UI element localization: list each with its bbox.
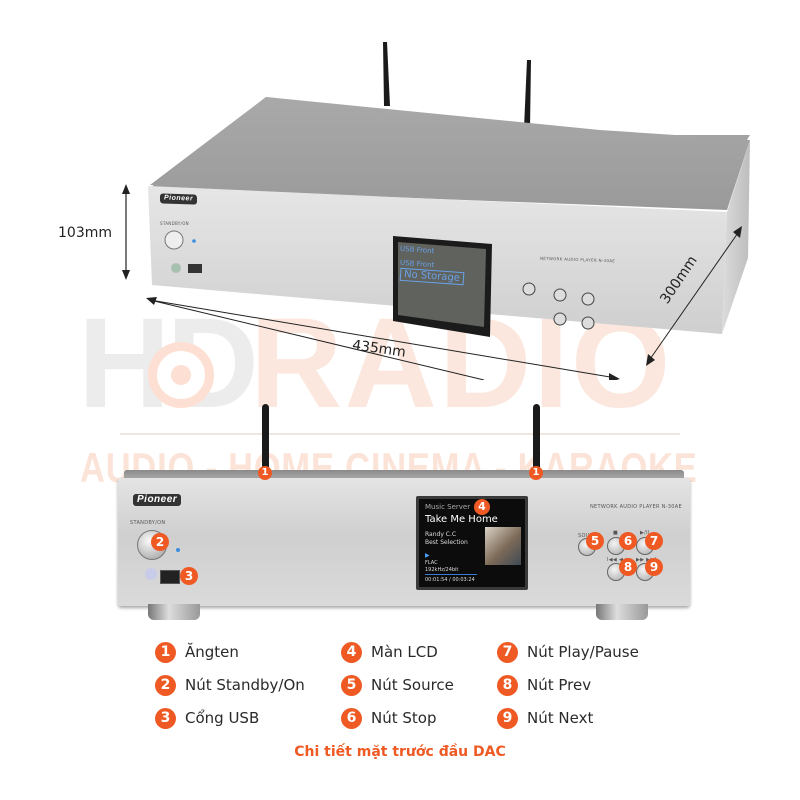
callout-6-stop: 6 <box>619 532 637 550</box>
number-badge: 7 <box>497 641 518 663</box>
legend-item-prev: 8 Nút Prev <box>497 673 591 697</box>
legend-label: Nút Play/Pause <box>527 643 639 661</box>
callout-5-source: 5 <box>586 532 604 550</box>
legend-label: Màn LCD <box>371 643 438 661</box>
watermark-target-icon <box>148 342 214 408</box>
callout-3-usb: 3 <box>180 567 198 585</box>
number-badge: 4 <box>341 641 362 663</box>
number-badge: 6 <box>341 707 362 729</box>
standby-label: STANDBY/ON <box>130 520 166 526</box>
callout-8-prev: 8 <box>619 558 637 576</box>
lcd-album: Best Selection <box>425 539 468 546</box>
legend-label: Nút Source <box>371 676 454 694</box>
legend-item-next: 9 Nút Next <box>497 706 593 730</box>
lcd-artist: Randy C.C <box>425 531 457 538</box>
legend-label: Nút Next <box>527 709 594 727</box>
play-icon: ▶ <box>425 552 430 559</box>
legend-label: Nút Stop <box>371 709 437 727</box>
brand-logo: Pioneer <box>160 193 198 205</box>
legend-label: Nút Standby/On <box>185 676 305 694</box>
legend-label: Cổng USB <box>185 709 260 727</box>
number-badge: 2 <box>155 674 176 696</box>
lcd-title: Take Me Home <box>425 514 498 525</box>
device-perspective-view: Pioneer STANDBY/ON NETWORK AUDIO PLAYER … <box>0 0 800 380</box>
foot-right <box>596 604 648 620</box>
legend-item-play-pause: 7 Nút Play/Pause <box>497 640 639 664</box>
callout-9-next: 9 <box>645 558 663 576</box>
standby-label: STANDBY/ON <box>160 221 189 226</box>
number-badge: 9 <box>497 707 518 729</box>
prev-label: I◀◀ ◀◀ <box>607 557 628 563</box>
dimension-height: 103mm <box>58 225 112 241</box>
watermark-divider <box>120 433 680 435</box>
antenna-right <box>524 60 531 128</box>
foot-left <box>148 604 200 620</box>
number-badge: 8 <box>497 674 518 696</box>
antenna-left <box>383 42 390 106</box>
callout-4-lcd: 4 <box>474 499 490 515</box>
number-badge: 1 <box>155 641 176 663</box>
legend-item-usb: 3 Cổng USB <box>155 706 259 730</box>
status-led <box>176 548 180 552</box>
usb-port[interactable] <box>160 570 180 584</box>
number-badge: 3 <box>155 707 176 729</box>
brand-logo: Pioneer <box>133 494 182 506</box>
play-pause-label: ▶/II <box>640 530 650 536</box>
legend-item-stop: 6 Nút Stop <box>341 706 436 730</box>
album-art <box>485 527 521 565</box>
device-perspective-illustration <box>122 42 750 380</box>
legend-item-antenna: 1 Ăngten <box>155 640 239 664</box>
antenna-left-icon <box>262 404 269 474</box>
antenna-right-icon <box>533 404 540 474</box>
lcd-screen: Music Server Take Me Home Randy C.C Best… <box>416 496 528 590</box>
sensor-window <box>145 568 157 580</box>
front-panel <box>118 478 690 606</box>
lcd-quality: 192kHz/24bit <box>425 567 459 573</box>
legend-label: Nút Prev <box>527 676 592 694</box>
legend-item-lcd: 4 Màn LCD <box>341 640 438 664</box>
stop-label: ■ <box>613 530 619 536</box>
next-label: ▶▶ ▶▶I <box>636 557 657 563</box>
caption: Chi tiết mặt trước đầu DAC <box>294 744 506 760</box>
legend-label: Ăngten <box>185 643 239 661</box>
lcd-time: 00:01:54 / 00:03:24 <box>425 577 475 583</box>
callout-7-play: 7 <box>645 532 663 550</box>
legend-item-source: 5 Nút Source <box>341 673 454 697</box>
model-label: NETWORK AUDIO PLAYER N-30AE <box>590 504 682 510</box>
callout-1-antenna-left: 1 <box>258 466 272 480</box>
number-badge: 5 <box>341 674 362 696</box>
callout-2-standby: 2 <box>151 533 169 551</box>
callout-1-antenna-right: 1 <box>529 466 543 480</box>
lcd-format: FLAC <box>425 560 438 566</box>
legend-item-standby: 2 Nút Standby/On <box>155 673 305 697</box>
progress-bar <box>425 574 477 575</box>
lcd-source: Music Server <box>425 503 471 511</box>
